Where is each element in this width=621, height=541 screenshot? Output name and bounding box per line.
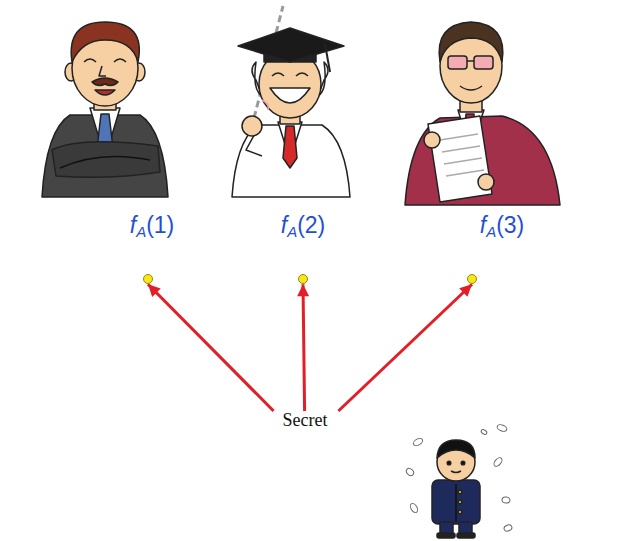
schoolboy-figure [432,440,480,538]
reader-figure-part [444,158,482,164]
professor-figure-part [270,88,310,103]
schoolboy-figure-part [458,490,462,494]
reader-figure-part [446,170,484,176]
node-text: fA(1) [130,212,175,240]
node-text: Secret [283,411,328,431]
schoolboy-figure-part [437,533,455,538]
share-point [467,274,477,284]
schoolboy-figure-part [459,522,472,534]
reader-figure-part [478,174,494,190]
businessman-figure-part [71,22,139,62]
node-text: fA(3) [480,212,525,240]
cherry-petals-part [405,467,415,477]
schoolboy-figure-part [432,480,480,524]
businessman-figure [42,22,168,197]
professor-figure-part [272,73,284,76]
reader-figure [405,22,560,205]
cherry-petals-part [409,502,419,514]
share-arrow [148,284,274,411]
cherry-petals-part [502,496,511,503]
cherry-petals-part [480,429,487,435]
schoolboy-figure-part [437,440,475,458]
cherry-petals-part [503,524,513,532]
share-arrow [303,284,305,411]
businessman-figure-part [92,78,118,86]
businessman-figure-part [114,59,126,62]
schoolboy-figure-part [440,522,453,534]
businessman-figure-part [60,156,150,168]
reader-figure-part [448,56,467,69]
share-point [143,274,153,284]
reader-figure-part [440,134,478,140]
professor-figure-part [262,100,268,110]
cherry-petals-part [496,423,507,432]
professor-figure-part [325,44,330,72]
professor-figure [232,6,350,197]
share-label: fA(3) [464,212,540,284]
schoolboy-figure-part [451,471,461,473]
businessman-figure-part [42,115,168,197]
secret-label: Secret [266,411,345,435]
reader-figure-part [467,60,474,62]
professor-figure-part [296,73,308,76]
professor-figure-part [242,116,262,136]
schoolboy-figure-part [461,461,465,465]
cherry-petals [405,423,513,532]
professor-figure-part [283,126,297,168]
share-label: fA(2) [275,212,332,284]
node-text: fA(2) [281,212,326,240]
businessman-figure-part [99,66,106,76]
businessman-figure-part [95,90,115,95]
schoolboy-figure-part [455,484,457,522]
reader-figure-part [424,132,440,148]
share-label: fA(1) [124,212,181,284]
schoolboy-figure-part [458,500,462,504]
cherry-petals-part [412,437,424,447]
schoolboy-figure-part [458,510,462,514]
reader-figure-part [405,116,560,205]
businessman-figure-part [52,142,160,178]
businessman-figure-part [84,59,96,62]
share-point [298,274,308,284]
schoolboy-figure-part [447,461,451,465]
cherry-petals-part [492,456,503,468]
reader-figure-part [474,56,493,69]
reader-figure-part [442,146,480,152]
schoolboy-figure-part [457,533,475,538]
share-arrow [338,284,472,411]
reader-figure-part [460,86,482,90]
